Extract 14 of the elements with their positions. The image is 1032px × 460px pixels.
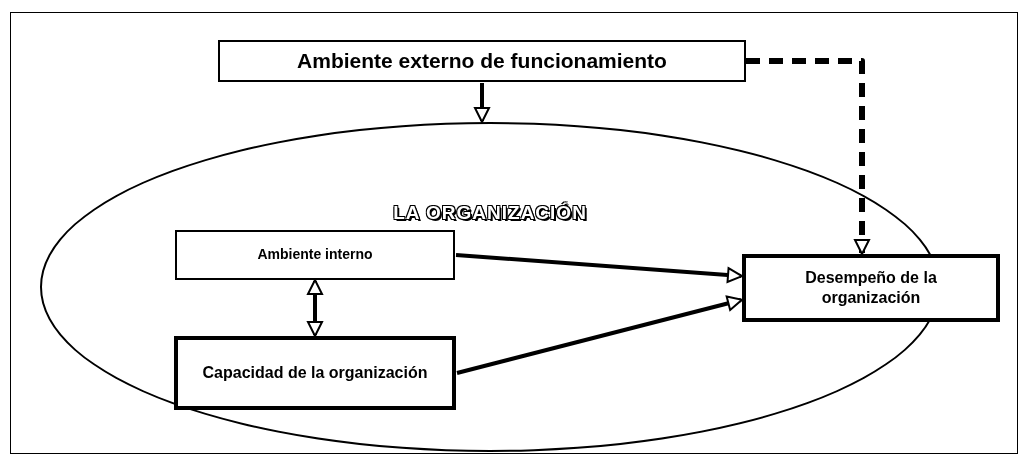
box-label: Ambiente externo de funcionamiento <box>297 47 667 74</box>
arrow <box>307 279 323 337</box>
box-label: Capacidad de la organización <box>202 363 428 383</box>
box-label: Ambiente interno <box>257 246 373 264</box>
ellipse-heading: LA ORGANIZACIÓN <box>393 202 587 224</box>
process-box <box>742 254 1000 322</box>
arrow <box>474 83 490 124</box>
dashed-arrow <box>746 58 870 255</box>
arrow <box>456 295 743 375</box>
process-box <box>175 230 455 280</box>
arrow <box>455 253 743 284</box>
process-box <box>218 40 746 82</box>
process-box <box>174 336 456 410</box>
box-label: Desempeño de la organización <box>804 268 938 308</box>
